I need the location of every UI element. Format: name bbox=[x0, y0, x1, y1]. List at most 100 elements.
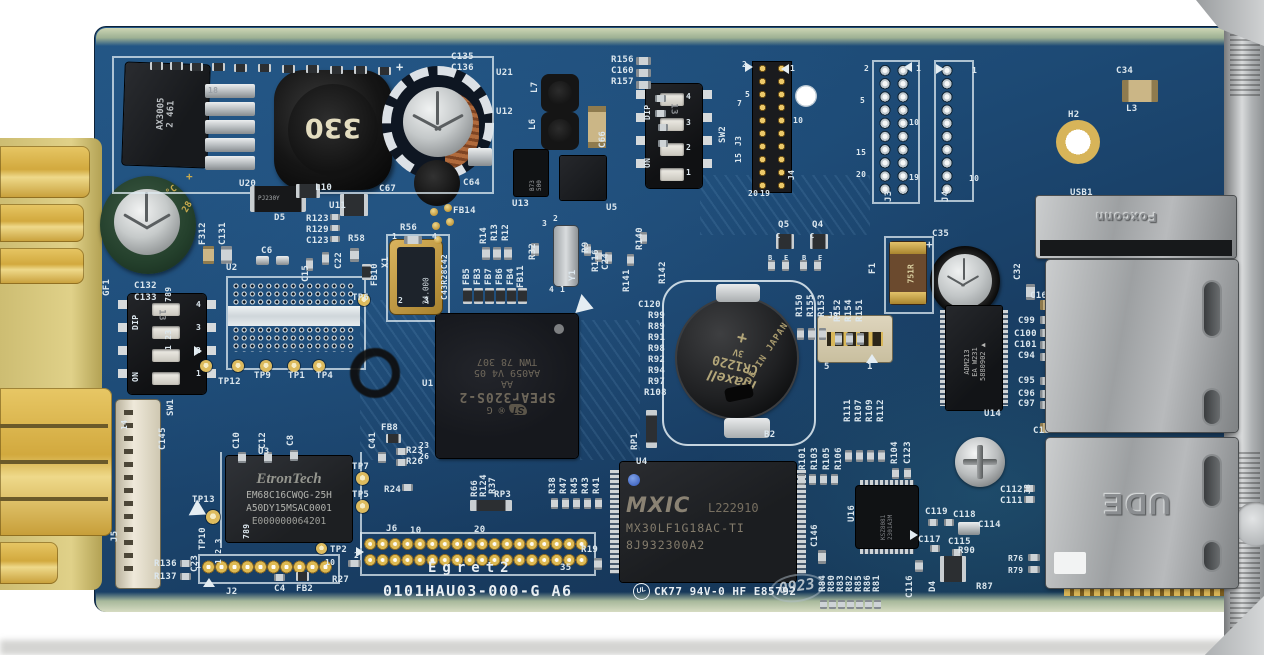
u4-brand: MXIC bbox=[626, 492, 691, 517]
smd-component bbox=[808, 328, 815, 340]
smd-component bbox=[322, 252, 329, 265]
trace-field bbox=[580, 320, 640, 460]
board-bottom-edge bbox=[96, 592, 1232, 612]
crystal-y1 bbox=[554, 226, 578, 286]
u16-line2: 2301A3M bbox=[887, 514, 894, 540]
rj45-port-lower: UDE bbox=[1046, 438, 1238, 588]
smd-component bbox=[595, 250, 602, 262]
usb-port: Foxconn bbox=[1036, 196, 1236, 258]
mounting-hole-h2 bbox=[1056, 120, 1100, 164]
smd-component bbox=[1028, 554, 1040, 561]
smd-component bbox=[396, 448, 407, 455]
smd-component bbox=[819, 328, 826, 340]
st-logo: ST bbox=[508, 404, 528, 416]
smd-component bbox=[276, 256, 289, 265]
smd-component bbox=[1122, 80, 1158, 102]
u2-center-band bbox=[228, 306, 360, 326]
silk-box-crystal bbox=[386, 234, 450, 322]
smd-component bbox=[482, 247, 490, 260]
gold-finger-groove bbox=[0, 424, 108, 428]
test-point bbox=[232, 360, 244, 372]
smd-component bbox=[350, 248, 359, 262]
smd-component bbox=[658, 124, 668, 131]
smd-component bbox=[594, 558, 602, 570]
smd-component bbox=[474, 288, 483, 304]
wire-connector-j5 bbox=[116, 400, 160, 588]
smd-component bbox=[831, 474, 838, 485]
test-point bbox=[356, 472, 369, 485]
smd-component bbox=[234, 64, 247, 72]
smd-component bbox=[865, 600, 872, 609]
u16-line1: KSZ8081 bbox=[880, 514, 887, 540]
smd-component bbox=[274, 574, 285, 581]
smd-component bbox=[180, 573, 191, 580]
smd-component bbox=[378, 452, 386, 463]
ax-marking-line2: 2 461 bbox=[165, 100, 177, 128]
smd-component bbox=[205, 102, 255, 116]
d5-marking: PJ230Y bbox=[258, 195, 280, 202]
dip-footprint-holes-u2 bbox=[232, 282, 356, 306]
smd-component bbox=[150, 62, 163, 70]
silk-box-j4 bbox=[934, 60, 974, 202]
dip-switch-sw1 bbox=[118, 294, 216, 394]
smd-component bbox=[296, 184, 320, 198]
gold-finger bbox=[0, 248, 84, 284]
smd-component bbox=[856, 600, 863, 609]
smd-component bbox=[496, 288, 505, 304]
fuse-marking: 751R bbox=[906, 264, 916, 284]
header-holes-j4 bbox=[938, 64, 956, 196]
smd-component bbox=[838, 600, 845, 609]
smd-component bbox=[768, 260, 775, 271]
smd-component bbox=[238, 452, 246, 463]
gold-finger bbox=[0, 542, 58, 584]
smd-component bbox=[636, 57, 651, 65]
smd-component bbox=[258, 64, 271, 72]
battery-polarity: + bbox=[734, 326, 750, 349]
smd-component bbox=[330, 236, 340, 242]
test-point bbox=[358, 294, 370, 306]
smd-component bbox=[958, 522, 980, 535]
test-point bbox=[313, 360, 325, 372]
inductor-l5 bbox=[414, 160, 460, 206]
electrolytic-capacitor-green bbox=[100, 176, 196, 274]
smd-component bbox=[507, 288, 516, 304]
u4-pins-right bbox=[796, 470, 806, 574]
inductor-l6 bbox=[541, 112, 579, 150]
flash-chip: MXIC L222910 MX30LF1G18AC-TI 8J932300A2 bbox=[620, 462, 796, 582]
bracket-hole bbox=[1234, 502, 1264, 546]
u13-marking: B73 bbox=[529, 180, 536, 191]
smd-component bbox=[627, 254, 634, 266]
smd-component bbox=[562, 498, 569, 509]
smd-component bbox=[800, 260, 807, 271]
smd-component bbox=[782, 260, 789, 271]
u1-line3: AA059 V4 05 bbox=[473, 367, 541, 379]
smd-component bbox=[655, 95, 666, 102]
u3-line2: A50DY15MSAC0001 bbox=[246, 503, 332, 514]
rj45-label-window bbox=[1054, 552, 1086, 574]
ul-line: CK77 94V-0 HF E85792 bbox=[654, 585, 797, 598]
smd-component bbox=[493, 247, 501, 260]
u3-line1: EM68C16CWQG-25H bbox=[246, 490, 332, 501]
smd-component bbox=[847, 600, 854, 609]
smd-component bbox=[348, 560, 361, 567]
smd-component bbox=[340, 194, 368, 216]
silk-box-battery bbox=[662, 280, 816, 446]
pin-header-populated bbox=[753, 62, 791, 192]
rj45-pin-row bbox=[1064, 588, 1224, 596]
smd-component bbox=[878, 450, 885, 462]
smd-component bbox=[551, 498, 558, 509]
smd-component bbox=[463, 288, 472, 304]
u16-pins-top bbox=[860, 480, 914, 485]
smd-component bbox=[470, 500, 512, 511]
u16-pins-bottom bbox=[860, 549, 914, 554]
smd-component bbox=[485, 288, 494, 304]
board-name: Egret2 bbox=[428, 560, 515, 576]
power-inductor: 330 bbox=[274, 70, 392, 190]
rs232-chip: ADM213 EA W231 5880902 ▲ bbox=[946, 306, 1002, 410]
smd-component bbox=[892, 468, 899, 479]
transistor-u13: B73 500 bbox=[514, 150, 548, 196]
smd-component bbox=[504, 247, 512, 260]
inductor-l7 bbox=[541, 74, 579, 112]
smd-component bbox=[205, 138, 255, 152]
smd-component bbox=[857, 333, 864, 345]
